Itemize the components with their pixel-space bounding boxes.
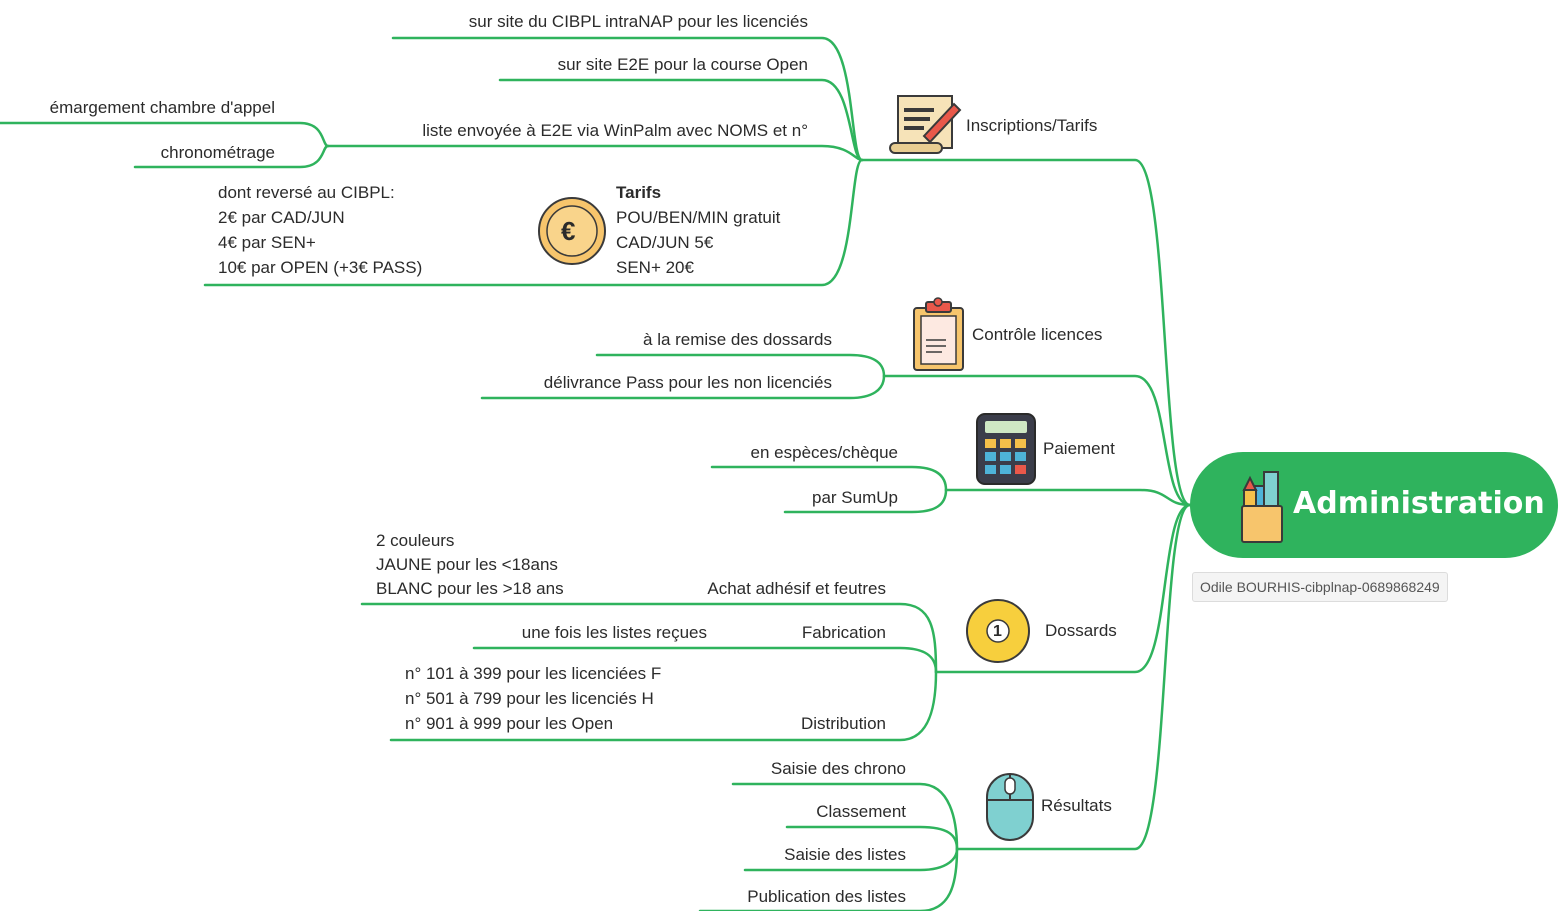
mouse-icon <box>986 773 1034 841</box>
topic-site-e2e[interactable]: sur site E2E pour la course Open <box>557 55 808 74</box>
numeros-line: n° 901 à 999 pour les Open <box>405 714 614 733</box>
numeros-line: n° 101 à 399 pour les licenciées F <box>405 664 662 683</box>
tarifs-title[interactable]: Tarifs <box>616 183 662 202</box>
numeros-line: n° 501 à 799 pour les licenciés H <box>405 689 654 708</box>
tarifs-line: CAD/JUN 5€ <box>616 233 714 252</box>
branch-dossards[interactable]: Dossards <box>1045 621 1117 640</box>
topic-fabrication[interactable]: Fabrication <box>801 623 886 642</box>
topic-chronometrage[interactable]: chronométrage <box>160 143 275 162</box>
branch-controle[interactable]: Contrôle licences <box>972 325 1103 344</box>
topic-publication[interactable]: Publication des listes <box>747 887 906 906</box>
topic-especes[interactable]: en espèces/chèque <box>750 443 898 462</box>
calculator-icon <box>976 413 1036 485</box>
reverse-line: 2€ par CAD/JUN <box>218 208 345 227</box>
topic-achat[interactable]: Achat adhésif et feutres <box>707 579 886 598</box>
badge-number: 1 <box>993 623 1002 640</box>
couleurs-line: JAUNE pour les <18ans <box>376 555 558 574</box>
couleurs-line: BLANC pour les >18 ans <box>376 579 564 598</box>
topic-delivrance-pass[interactable]: délivrance Pass pour les non licenciés <box>543 373 832 392</box>
root-note: Odile BOURHIS-cibplnap-0689868249 <box>1192 572 1448 602</box>
tarifs-line: SEN+ 20€ <box>616 258 694 277</box>
tarifs-line: POU/BEN/MIN gratuit <box>616 208 781 227</box>
branch-resultats[interactable]: Résultats <box>1041 796 1112 815</box>
root-title: Administration <box>1293 486 1545 521</box>
topic-site-cibpl[interactable]: sur site du CIBPL intraNAP pour les lice… <box>468 12 808 31</box>
euro-glyph: € <box>561 216 576 246</box>
topic-emargement[interactable]: émargement chambre d'appel <box>49 98 275 117</box>
topic-classement[interactable]: Classement <box>816 802 906 821</box>
pencil-cup-icon <box>1241 471 1283 543</box>
clipboard-icon <box>913 297 964 371</box>
topic-fabrication-note[interactable]: une fois les listes reçues <box>521 623 707 642</box>
topic-distribution[interactable]: Distribution <box>800 714 886 733</box>
scroll-quill-icon <box>889 95 962 154</box>
branch-paiement[interactable]: Paiement <box>1043 439 1115 458</box>
topic-sumup[interactable]: par SumUp <box>812 488 898 507</box>
reverse-line: 10€ par OPEN (+3€ PASS) <box>218 258 423 277</box>
euro-coin-icon <box>538 197 606 265</box>
branch-inscriptions[interactable]: Inscriptions/Tarifs <box>966 116 1098 135</box>
topic-saisie-listes[interactable]: Saisie des listes <box>784 845 906 864</box>
topic-saisie-chrono[interactable]: Saisie des chrono <box>770 759 906 778</box>
couleurs-line: 2 couleurs <box>376 531 455 550</box>
number-one-badge-icon <box>966 599 1030 663</box>
topic-remise-dossards[interactable]: à la remise des dossards <box>643 330 832 349</box>
reverse-line: 4€ par SEN+ <box>218 233 316 252</box>
topic-liste-e2e[interactable]: liste envoyée à E2E via WinPalm avec NOM… <box>422 121 808 140</box>
reverse-line: dont reversé au CIBPL: <box>218 183 395 202</box>
